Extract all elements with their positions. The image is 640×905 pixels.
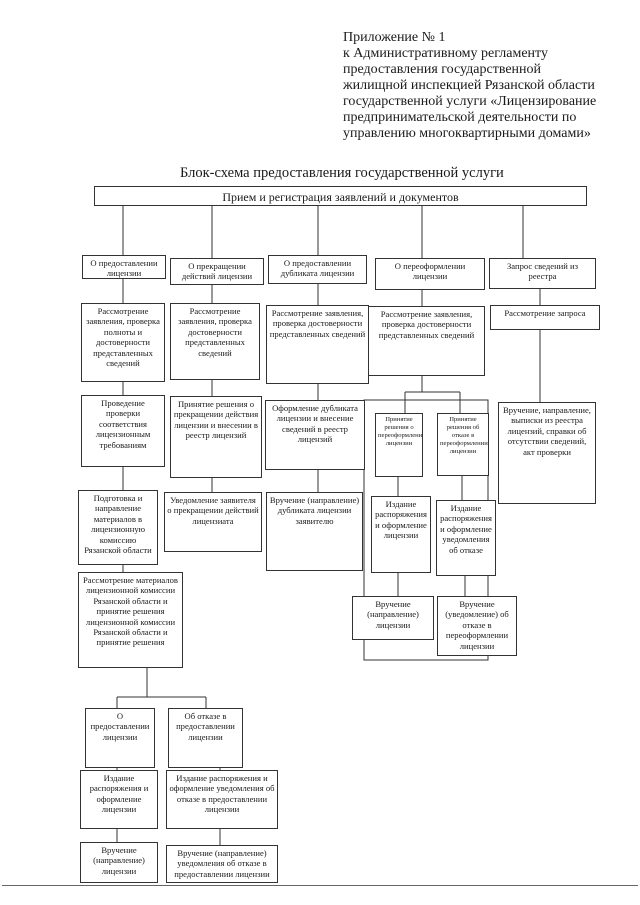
header-line: Приложение № 1 [343,30,446,45]
column-head-grant: О предоставлении лицензии [82,255,166,279]
step-label: Принятие решения о прекращении действия … [173,399,259,441]
step-label: Принятие решения об отказе в переоформле… [440,416,488,455]
commission-review: Рассмотрение материалов лицензионной ком… [78,572,183,668]
step-grant-materials: Подготовка и направление материалов в ли… [78,490,158,565]
reissue-decision-refusal: Принятие решения об отказе в переоформле… [437,413,489,476]
step-reissue-review: Рассмотрение заявления, проверка достове… [368,306,485,376]
reissue-delivery-grant: Вручение (направление) лицензии [352,596,434,640]
outcome-refusal-order: Издание распоряжения и оформление уведом… [166,770,278,829]
step-label: Издание распоряжения и оформление лиценз… [89,773,149,815]
reissue-delivery-refusal: Вручение (уведомление) об отказе в перео… [437,596,517,656]
step-label: Вручение, направление, выписки из реестр… [503,405,591,457]
column-head-label: Запрос сведений из реестра [506,261,579,282]
column-head-label: О прекращении действий лицензии [181,261,253,282]
step-label: Рассмотрение заявления, проверка достове… [269,308,366,339]
step-label: Об отказе в предоставлении лицензии [176,711,235,742]
step-label: Вручение (направление) уведомления об от… [174,848,270,879]
reception-label: Прием и регистрация заявлений и документ… [222,190,459,204]
reissue-order-refusal: Издание распоряжения и оформление уведом… [436,500,496,576]
header-line: предоставления государственной [343,62,542,77]
step-label: Вручение (направление) дубликата лицензи… [269,495,360,526]
step-label: О предоставлении лицензии [90,711,150,742]
step-grant-inspection: Проведение проверки соответствия лицензи… [81,395,165,467]
header-line: предпринимательской деятельности по [343,110,577,125]
step-label: Вручение (направление) лицензии [367,599,419,630]
outcome-grant-order: Издание распоряжения и оформление лиценз… [80,770,158,829]
step-label: Проведение проверки соответствия лицензи… [95,398,151,450]
step-label: Уведомление заявителя о прекращении дейс… [167,495,259,526]
step-label: Вручение (уведомление) об отказе в перео… [445,599,509,651]
step-label: Рассмотрение заявления, проверка полноты… [86,306,160,369]
header-line: к Административному регламенту [343,46,548,61]
header-line: государственной услуги «Лицензирование [343,94,597,109]
step-label: Издание распоряжения и оформление уведом… [440,503,492,555]
page-bottom-rule [2,885,638,886]
step-duplicate-review: Рассмотрение заявления, проверка достове… [266,305,369,384]
reception-box: Прием и регистрация заявлений и документ… [94,186,587,206]
reissue-order-grant: Издание распоряжения и оформление лиценз… [371,496,431,573]
outcome-refusal-delivery: Вручение (направление) уведомления об от… [166,845,278,883]
reissue-decision-grant: Принятие решения о переоформлении лиценз… [375,413,423,477]
step-label: Подготовка и направление материалов в ли… [84,493,152,556]
step-grant-review: Рассмотрение заявления, проверка полноты… [81,303,165,382]
header-line: жилищной инспекцией Рязанской области [343,78,595,93]
column-head-label: О предоставлении дубликата лицензии [280,258,355,279]
outcome-refusal-decision: Об отказе в предоставлении лицензии [168,708,243,768]
appendix-header: Приложение № 1 к Административному регла… [343,30,633,142]
step-label: Рассмотрение материалов лицензионной ком… [83,575,178,648]
step-label: Оформление дубликата лицензии и внесение… [272,403,358,445]
column-head-label: О предоставлении лицензии [90,258,158,279]
column-head-termination: О прекращении действий лицензии [170,258,264,285]
step-label: Рассмотрение заявления, проверка достове… [378,309,475,340]
step-termination-review: Рассмотрение заявления, проверка достове… [170,303,260,380]
step-registry-delivery: Вручение, направление, выписки из реестр… [498,402,596,504]
step-duplicate-issue: Оформление дубликата лицензии и внесение… [265,400,365,470]
step-label: Вручение (направление) лицензии [93,845,145,876]
step-termination-notice: Уведомление заявителя о прекращении дейс… [164,492,262,552]
step-label: Издание распоряжения и оформление лиценз… [375,499,427,541]
column-head-registry: Запрос сведений из реестра [489,258,596,289]
outcome-grant-delivery: Вручение (направление) лицензии [80,842,158,883]
step-label: Издание распоряжения и оформление уведом… [169,773,275,815]
step-label: Принятие решения о переоформлении лиценз… [378,416,423,447]
step-registry-review: Рассмотрение запроса [490,305,600,330]
column-head-label: О переоформлении лицензии [394,261,466,282]
step-label: Рассмотрение заявления, проверка достове… [178,306,252,358]
column-head-duplicate: О предоставлении дубликата лицензии [268,255,367,284]
step-duplicate-delivery: Вручение (направление) дубликата лицензи… [266,492,363,571]
outcome-grant-decision: О предоставлении лицензии [85,708,155,768]
step-termination-decision: Принятие решения о прекращении действия … [170,396,262,478]
column-head-reissue: О переоформлении лицензии [375,258,485,290]
scheme-title: Блок-схема предоставления государственно… [180,165,504,181]
header-line: управлению многоквартирными домами» [343,126,591,141]
step-label: Рассмотрение запроса [504,308,586,318]
